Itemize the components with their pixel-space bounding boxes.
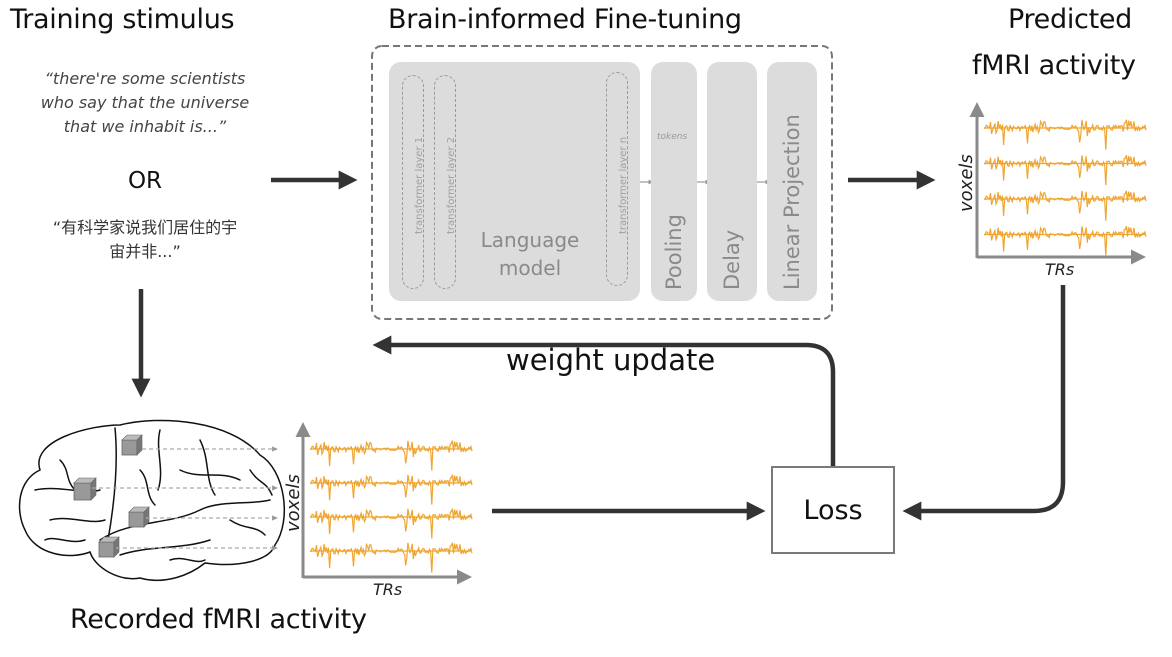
transformer-layer-1 (402, 75, 424, 289)
brain-outline (18, 419, 286, 582)
transformer-layer-2 (434, 75, 456, 289)
delay-block (707, 62, 757, 301)
weight-update-arrow (372, 335, 836, 466)
recorded-x-axis-label: TRs (373, 580, 403, 599)
voxel-signal-trace (983, 190, 1147, 221)
voxel-signal-trace (983, 154, 1147, 186)
recorded-title: Recorded fMRI activity (70, 604, 367, 635)
predicted-plot-axes (969, 102, 1146, 265)
transformer-layer-n (606, 72, 628, 286)
voxel-signal-trace (309, 474, 473, 505)
voxel-signal-trace (309, 508, 473, 539)
pooling-block (651, 62, 697, 301)
brain-illustration (18, 419, 286, 582)
fine-tuning-title: Brain-informed Fine-tuning (388, 4, 742, 35)
predicted-title-line2: fMRI activity (972, 50, 1136, 81)
english-line: “there're some scientists (44, 69, 246, 88)
loss-label: Loss (803, 494, 863, 526)
language-model-label-line: model (498, 256, 562, 280)
voxel-cube (121, 434, 143, 456)
delay-label: Delay (720, 229, 744, 290)
transformer-layer-1-label: transformer layer 1 (414, 136, 425, 234)
english-line: who say that the universe (40, 93, 250, 112)
predicted-title-line1: Predicted (1007, 4, 1133, 35)
loss-box: Loss (771, 466, 895, 554)
transformer-layer-2-label: transformer layer 2 (446, 136, 457, 234)
english-stimulus: “there're some scientists who say that t… (10, 67, 280, 139)
chinese-line: “有科学家说我们居住的宇 (52, 218, 238, 237)
voxel-signal-trace (983, 119, 1147, 150)
voxel-cube (98, 536, 120, 558)
voxel-cubes (73, 434, 150, 558)
voxel-cube (73, 477, 97, 501)
transformer-layer-n-label: transformer layer n (618, 136, 629, 234)
voxel-signal-trace (309, 440, 473, 471)
language-model-label: Language model (460, 226, 600, 282)
predicted-y-axis-label: voxels (956, 154, 977, 212)
recorded-plot-axes (295, 422, 472, 585)
training-stimulus-title: Training stimulus (10, 4, 235, 35)
weight-update-label: weight update (506, 343, 716, 377)
tokens-label: tokens (657, 132, 688, 142)
chinese-stimulus: “有科学家说我们居住的宇 宙并非...” (10, 216, 280, 264)
language-model-label-line: Language (480, 228, 580, 252)
linear-projection-block (767, 62, 817, 301)
voxel-signal-trace (983, 225, 1147, 257)
english-line: that we inhabit is...” (63, 117, 227, 136)
recorded-y-axis-label: voxels (283, 474, 304, 532)
language-model-block (389, 62, 640, 301)
or-label: OR (127, 168, 163, 194)
voxel-connectors (92, 446, 278, 551)
pooling-label: Pooling (662, 214, 686, 290)
voxel-signal-trace (309, 542, 473, 573)
recorded-signal-traces (309, 440, 473, 573)
chinese-line: 宙并非...” (109, 242, 181, 261)
predicted-signal-traces (983, 119, 1147, 257)
voxel-cube (128, 506, 150, 528)
predicted-x-axis-label: TRs (1045, 260, 1075, 279)
linear-projection-label: Linear Projection (780, 114, 804, 290)
fine-tuning-container (371, 45, 833, 320)
predicted-to-loss-arrow (902, 285, 1066, 521)
